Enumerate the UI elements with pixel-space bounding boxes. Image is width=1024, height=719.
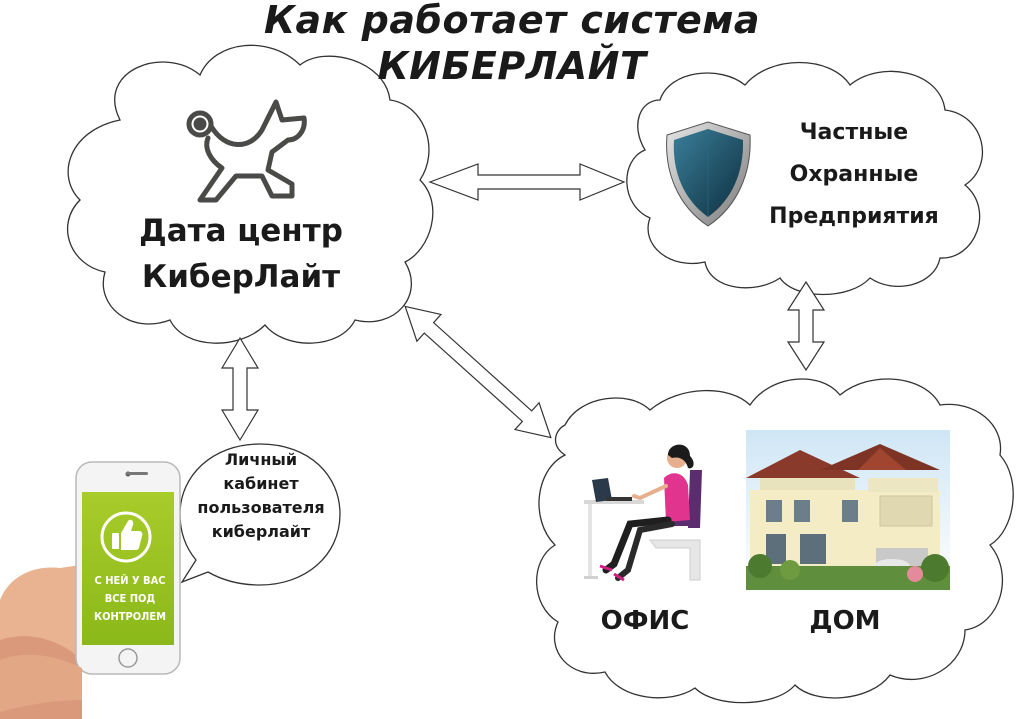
cloud-datacenter	[66, 44, 434, 344]
arrow-datacenter-premises	[404, 305, 552, 439]
cabinet-line3: пользователя	[197, 498, 325, 517]
security-line3: Предприятия	[769, 204, 939, 229]
cabinet-line1: Личный	[224, 450, 298, 469]
label-security: Частные Охранные Предприятия	[748, 112, 960, 238]
datacenter-line2: КиберЛайт	[141, 259, 341, 295]
security-line1: Частные	[799, 120, 909, 145]
label-office: ОФИС	[600, 606, 690, 636]
arrow-datacenter-security	[428, 163, 626, 201]
cloud-security	[626, 61, 984, 296]
screen-line3: КОНТРОЛЕМ	[93, 610, 167, 623]
security-line2: Охранные	[789, 162, 919, 187]
diagram-title-line1: Как работает система	[263, 0, 761, 42]
label-home: ДОМ	[809, 606, 881, 636]
phone-screen-text: С НЕЙ У ВАС ВСЕ ПОД КОНТРОЛЕМ	[86, 572, 174, 626]
label-datacenter: Дата центр КиберЛайт	[110, 208, 372, 300]
robot-dog-icon	[186, 99, 307, 203]
house-illustration	[746, 430, 950, 590]
screen-line2: ВСЕ ПОД	[104, 592, 156, 605]
cabinet-line2: кабинет	[223, 474, 299, 493]
cabinet-line4: киберлайт	[211, 522, 311, 541]
arrow-datacenter-phone	[220, 336, 260, 442]
shield-icon	[666, 121, 751, 227]
screen-line1: С НЕЙ У ВАС	[94, 574, 166, 587]
diagram-title-line2: КИБЕРЛАЙТ	[377, 44, 647, 88]
arrow-security-premises	[786, 280, 826, 372]
datacenter-line1: Дата центр	[139, 213, 343, 249]
label-cabinet: Личный кабинет пользователя киберлайт	[196, 448, 326, 544]
phone-illustration	[0, 461, 181, 719]
speech-bubble-cabinet	[179, 443, 341, 586]
office-worker-illustration	[584, 444, 702, 582]
thumbs-up-icon	[112, 519, 143, 550]
phone-screen	[82, 492, 174, 645]
